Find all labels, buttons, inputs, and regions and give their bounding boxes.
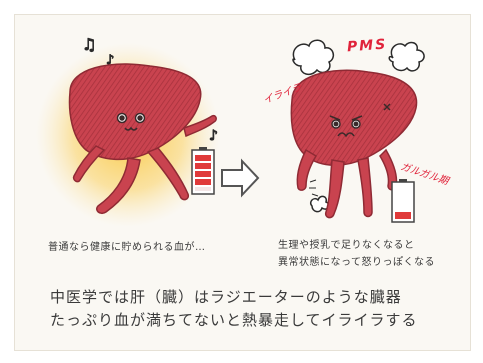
steam-cloud-icon bbox=[292, 39, 425, 213]
battery-low-icon bbox=[391, 179, 415, 223]
left-caption: 普通なら健康に貯められる血が… bbox=[48, 242, 206, 253]
angry-liver-body bbox=[290, 69, 418, 166]
angry-liver-figure bbox=[290, 39, 425, 223]
battery-full-icon bbox=[191, 147, 215, 195]
main-text-line-1: 中医学では肝（臓）はラジエーターのような臓器 bbox=[50, 288, 402, 306]
happy-liver-figure: ♫ ♪ ♪ bbox=[36, 35, 220, 227]
stomping-legs bbox=[296, 148, 398, 219]
arrow-right-icon bbox=[221, 158, 260, 198]
running-legs bbox=[72, 114, 217, 215]
music-note-icon: ♫ ♪ ♪ bbox=[82, 35, 219, 145]
shake-marks bbox=[309, 179, 319, 197]
main-text-line-2: たっぷり血が満ちてないと熱暴走してイライラする bbox=[50, 311, 418, 329]
angry-face bbox=[329, 103, 391, 138]
svg-text:♪: ♪ bbox=[209, 128, 218, 144]
liver-body bbox=[68, 63, 202, 161]
svg-text:♪: ♪ bbox=[106, 53, 114, 68]
pms-annotation: PMS bbox=[346, 36, 388, 56]
right-caption-line-1: 生理や授乳で足りなくなると bbox=[278, 240, 415, 251]
right-caption-line-2: 異常状態になって怒りっぽくなる bbox=[278, 257, 435, 268]
svg-text:♫: ♫ bbox=[82, 35, 96, 54]
happy-face bbox=[116, 112, 146, 131]
